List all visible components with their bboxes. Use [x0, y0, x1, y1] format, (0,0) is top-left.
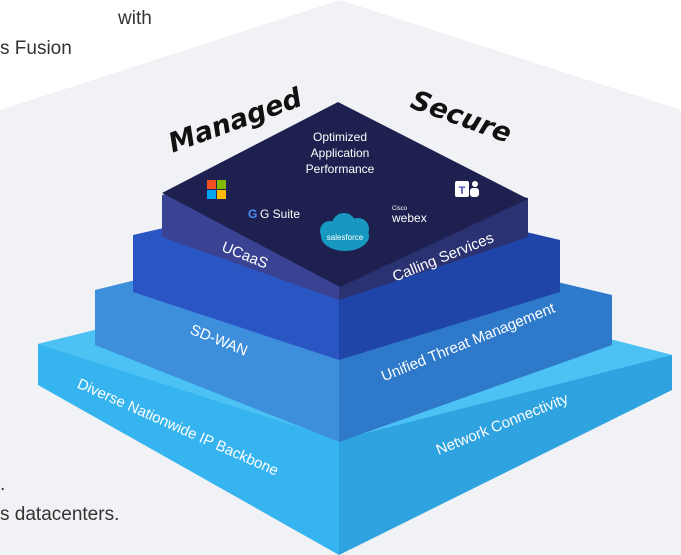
svg-text:G: G: [248, 207, 257, 221]
apex-top: [162, 102, 528, 287]
intro-text-line-1: with: [118, 8, 152, 29]
intro-text-line-3: .: [0, 474, 6, 495]
secure-label: Secure: [407, 85, 516, 150]
apex-title-line-2: Application: [311, 146, 370, 160]
teams-logo-icon: T: [455, 181, 479, 197]
gsuite-label: G Suite: [260, 207, 300, 221]
microsoft-logo-icon: [207, 180, 226, 199]
apex-title-line-1: Optimized: [313, 130, 367, 144]
salesforce-logo-icon: salesforce: [320, 213, 369, 251]
webex-sub-label: Cisco: [392, 206, 408, 212]
gsuite-logo-icon: G G Suite: [248, 207, 300, 221]
teams-label: T: [459, 185, 466, 197]
salesforce-label: salesforce: [327, 233, 364, 242]
intro-text-line-4: s datacenters.: [0, 504, 120, 525]
webex-logo-icon: Cisco webex: [391, 206, 427, 225]
intro-text-line-2: s Fusion: [0, 38, 72, 59]
webex-label: webex: [391, 211, 427, 225]
apex-title-line-3: Performance: [306, 162, 375, 176]
